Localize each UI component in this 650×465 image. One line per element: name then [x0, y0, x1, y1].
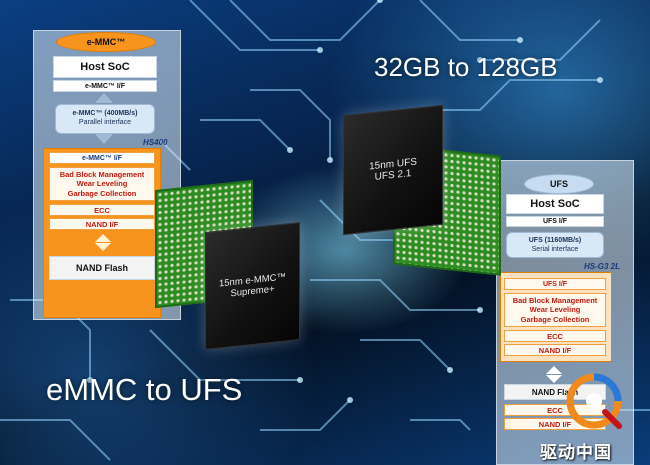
emmc-nand-if: NAND I/F: [49, 218, 155, 230]
emmc-chip-package: 15nm e-MMC™ Supreme+: [205, 222, 300, 350]
ufs-host-if: UFS I/F: [506, 216, 604, 227]
ufs-mode-tag: HS-G3 2L: [584, 262, 621, 271]
emmc-garbage-collection: Garbage Collection: [67, 188, 137, 198]
ufs-nand-if: NAND I/F: [504, 344, 606, 356]
ufs-ecc: ECC: [504, 330, 606, 342]
emmc-bus-arrow-down: [95, 134, 113, 144]
emmc-host-if: e-MMC™ I/F: [53, 80, 157, 92]
ufs-controller-block: Bad Block Management Wear Leveling Garba…: [504, 293, 606, 327]
emmc-mode-tag: HS400: [143, 138, 168, 147]
ufs-nand-flash: NAND Flash: [504, 384, 606, 400]
watermark-logo-text: 驱动中国: [540, 443, 612, 462]
ufs-nand-arrow-down: [546, 375, 562, 383]
emmc-nand-arrow-down: [95, 243, 111, 251]
ufs-nand-arrow-up: [546, 366, 562, 374]
emmc-title-badge: e-MMC™: [56, 32, 156, 52]
emmc-bus-bubble: e-MMC™ (400MB/s) Parallel interface: [55, 104, 155, 134]
emmc-bad-block-management: Bad Block Management: [59, 169, 145, 179]
ufs-architecture-diagram: UFS Host SoC UFS I/F UFS (1160MB/s) Seri…: [496, 160, 634, 465]
ufs-chip-graphic: 15nm UFS UFS 2.1: [338, 100, 508, 280]
emmc-ecc: ECC: [49, 204, 155, 216]
ufs-title-badge: UFS: [524, 174, 594, 194]
emmc-nand-flash: NAND Flash: [49, 256, 155, 280]
watermark-logo-icon: [566, 373, 622, 429]
emmc-host-soc: Host SoC: [53, 56, 157, 78]
ufs-chip-package: 15nm UFS UFS 2.1: [343, 104, 443, 236]
ufs-ecc-lower: ECC: [504, 404, 606, 416]
ufs-bus-bubble: UFS (1160MB/s) Serial interface: [506, 232, 604, 258]
ufs-host-soc: Host SoC: [506, 194, 604, 214]
ufs-device-if: UFS I/F: [504, 278, 606, 290]
emmc-device-if: e-MMC™ I/F: [49, 152, 155, 164]
emmc-bus-type: Parallel interface: [78, 119, 132, 127]
emmc-chip-graphic: 15nm e-MMC™ Supreme+: [155, 179, 315, 355]
ufs-bus-speed: UFS (1160MB/s): [528, 237, 582, 244]
ufs-chip-label-line2: UFS 2.1: [374, 168, 412, 183]
emmc-bus-speed: e-MMC™ (400MB/s): [72, 110, 138, 117]
emmc-wear-leveling: Wear Leveling: [76, 179, 128, 189]
ufs-garbage-collection: Garbage Collection: [520, 314, 590, 324]
emmc-bus-arrow-up: [95, 93, 113, 103]
ufs-bad-block-management: Bad Block Management: [512, 295, 598, 305]
emmc-nand-arrow-up: [95, 234, 111, 242]
ufs-wear-leveling: Wear Leveling: [529, 305, 581, 315]
emmc-controller-block: Bad Block Management Wear Leveling Garba…: [49, 167, 155, 201]
transition-headline: eMMC to UFS: [46, 372, 243, 407]
capacity-headline: 32GB to 128GB: [374, 52, 558, 82]
emmc-architecture-diagram: e-MMC™ Host SoC e-MMC™ I/F e-MMC™ (400MB…: [33, 30, 181, 320]
ufs-bus-type: Serial interface: [531, 246, 579, 254]
